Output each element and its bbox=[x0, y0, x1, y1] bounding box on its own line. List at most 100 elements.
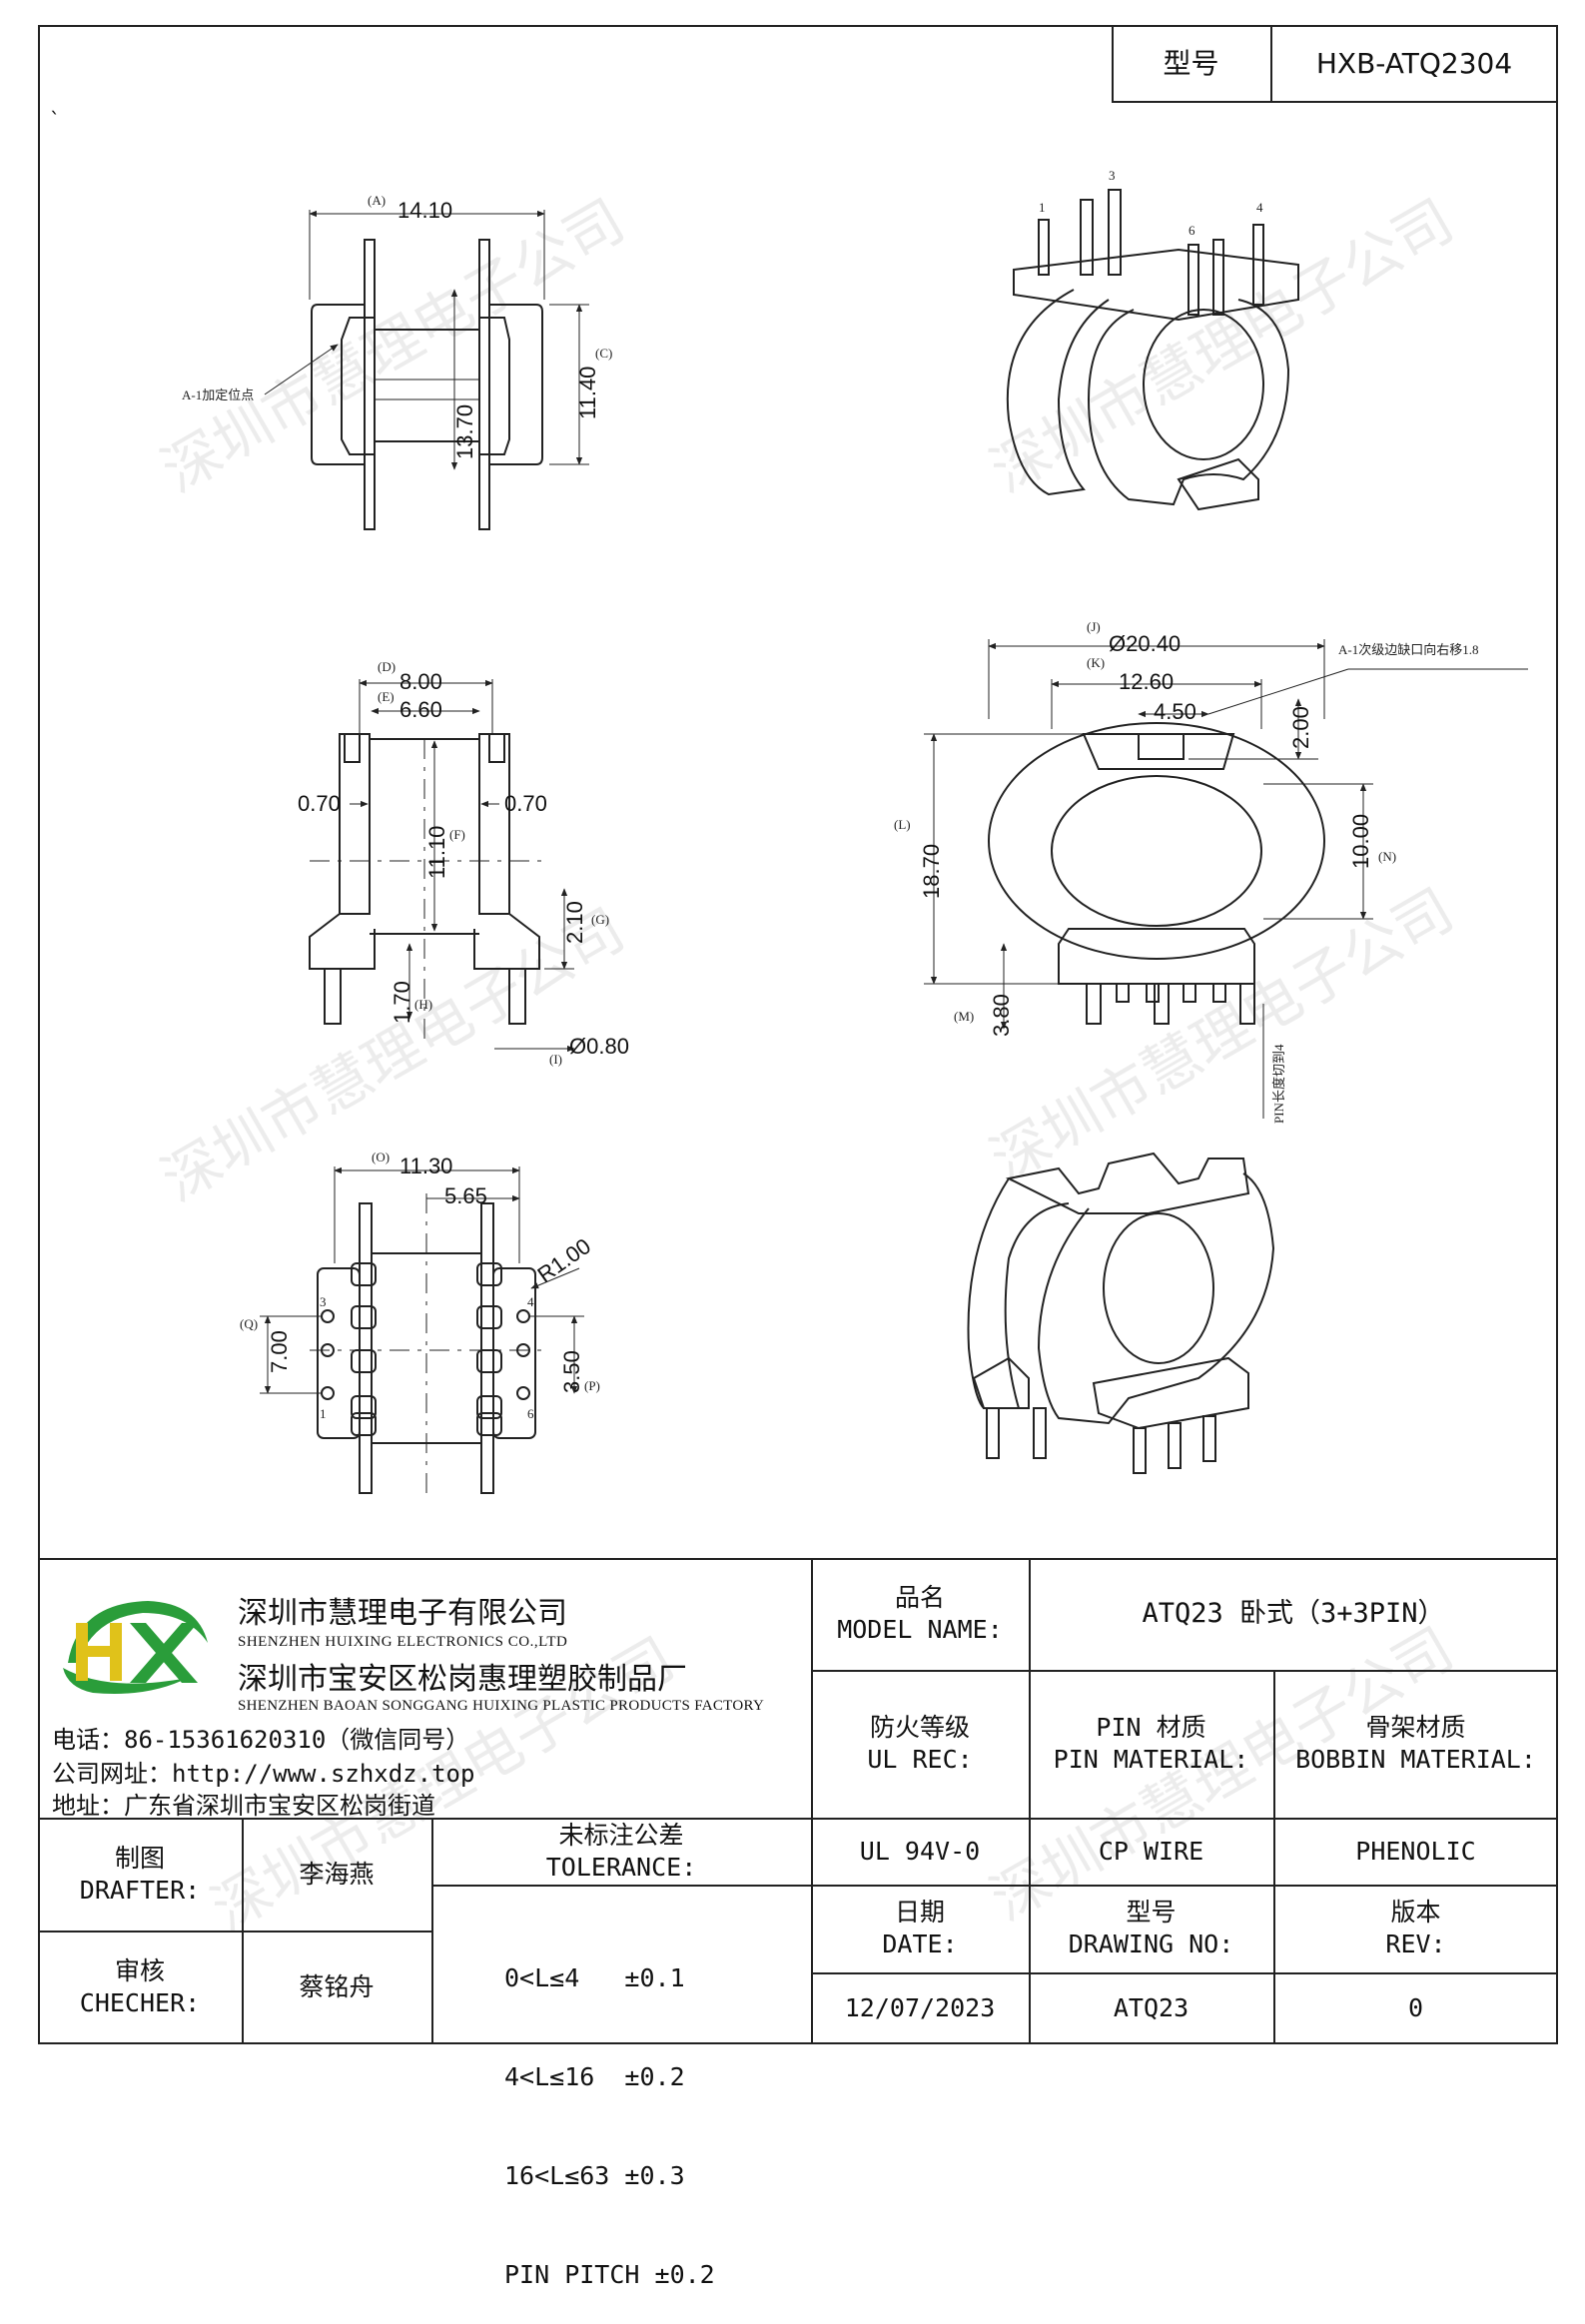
tb-divider bbox=[811, 1972, 1558, 1974]
dim-value: 6.60 bbox=[399, 697, 442, 722]
pin-label: 1 bbox=[320, 1406, 327, 1421]
checker-en: CHECHER: bbox=[79, 1988, 201, 2017]
ul-rec-label: 防火等级 UL REC: bbox=[811, 1670, 1029, 1818]
checker-name: 蔡铭舟 bbox=[299, 1972, 375, 2001]
dim-value: 14.10 bbox=[397, 198, 452, 223]
date-en: DATE: bbox=[882, 1930, 958, 1958]
dim-ref: (G) bbox=[591, 912, 609, 927]
dim-value: 0.70 bbox=[504, 791, 547, 816]
side-view bbox=[264, 210, 589, 530]
checker-cn: 审核 bbox=[114, 1956, 165, 1985]
dim-value: 1.70 bbox=[390, 981, 414, 1024]
ul-rec-en: UL REC: bbox=[867, 1745, 973, 1774]
header-type-value: HXB-ATQ2304 bbox=[1315, 47, 1513, 80]
drawing-no-cn: 型号 bbox=[1126, 1898, 1177, 1927]
company-website: 公司网址：http://www.szhxdz.top bbox=[52, 1760, 475, 1788]
rev-label: 版本 REV: bbox=[1273, 1885, 1558, 1972]
tolerance-list: 0<L≤4 ±0.1 4<L≤16 ±0.2 16<L≤63 ±0.3 PIN … bbox=[504, 1896, 715, 2324]
tolerance-row: 0<L≤4 ±0.1 bbox=[504, 1963, 685, 1992]
factory-name-cn: 深圳市宝安区松岗惠理塑胶制品厂 bbox=[238, 1662, 687, 1697]
dim-value: 0.70 bbox=[298, 791, 341, 816]
dim-value: 11.40 bbox=[575, 367, 600, 419]
dim-note: A-1次级边缺口向右移1.8 bbox=[1338, 642, 1478, 657]
dim-ref: (Q) bbox=[240, 1316, 258, 1331]
bobbin-material-en: BOBBIN MATERIAL: bbox=[1295, 1745, 1536, 1774]
date-value: 12/07/2023 bbox=[844, 1993, 996, 2022]
company-logo bbox=[63, 1601, 208, 1694]
model-name-label: 品名 MODEL NAME: bbox=[811, 1558, 1029, 1670]
dim-ref: (D) bbox=[378, 659, 396, 674]
dim-value: 10.00 bbox=[1348, 814, 1373, 869]
front-view bbox=[309, 679, 575, 1053]
dim-ref: (L) bbox=[894, 817, 911, 832]
dim-value: 18.70 bbox=[919, 844, 944, 899]
dim-note: A-1加定位点 bbox=[182, 387, 254, 402]
dim-value: 5.65 bbox=[444, 1183, 487, 1208]
dim-ref: (P) bbox=[584, 1378, 600, 1393]
dim-value: 3.80 bbox=[989, 994, 1014, 1037]
tb-divider bbox=[811, 1885, 1558, 1887]
pin-label: 6 bbox=[527, 1406, 534, 1421]
tolerance-row: 16<L≤63 ±0.3 bbox=[504, 2161, 685, 2190]
pin-label: 6 bbox=[1189, 223, 1195, 238]
dim-ref: (H) bbox=[414, 997, 432, 1012]
ul-rec-cn: 防火等级 bbox=[869, 1713, 970, 1742]
tb-divider bbox=[431, 1885, 811, 1887]
dim-value: 13.70 bbox=[452, 404, 477, 459]
tb-divider bbox=[38, 1818, 1558, 1820]
dim-value: 12.60 bbox=[1119, 669, 1174, 694]
rev-cn: 版本 bbox=[1390, 1898, 1441, 1927]
bobbin-material-cn: 骨架材质 bbox=[1365, 1713, 1466, 1742]
date-cn: 日期 bbox=[894, 1898, 945, 1927]
tb-divider bbox=[811, 1558, 813, 2044]
tb-divider bbox=[811, 1670, 1558, 1672]
pin-label: 1 bbox=[1039, 200, 1046, 215]
tb-divider bbox=[431, 1818, 433, 2044]
checker-label: 审核 CHECHER: bbox=[38, 1931, 242, 2044]
dim-value: R1.00 bbox=[533, 1233, 595, 1287]
title-block-top bbox=[38, 1558, 1558, 1560]
dim-value: Ø0.80 bbox=[569, 1034, 629, 1059]
tb-divider bbox=[1029, 1558, 1031, 2044]
dim-value: 2.10 bbox=[562, 901, 587, 944]
company-address: 地址：广东省深圳市宝安区松岗街道 bbox=[52, 1792, 435, 1820]
tolerance-row: 4<L≤16 ±0.2 bbox=[504, 2062, 685, 2091]
dim-ref: (O) bbox=[372, 1150, 390, 1164]
dim-ref: (I) bbox=[549, 1052, 562, 1067]
company-name-en: SHENZHEN HUIXING ELECTRONICS CO.,LTD bbox=[238, 1634, 568, 1650]
bobbin-material-label: 骨架材质 BOBBIN MATERIAL: bbox=[1273, 1670, 1558, 1818]
rev-value: 0 bbox=[1407, 1993, 1424, 2022]
drawing-no-en: DRAWING NO: bbox=[1068, 1930, 1234, 1958]
header-tick: ` bbox=[50, 108, 60, 132]
tolerance-en: TOLERANCE: bbox=[545, 1852, 697, 1882]
header-type-box bbox=[1112, 25, 1558, 103]
tb-divider bbox=[242, 1818, 244, 2044]
drawing-no-label: 型号 DRAWING NO: bbox=[1029, 1885, 1273, 1972]
technical-drawing: (A) 14.10 (C) 11.40 13.70 A-1加定位点 (D) 8.… bbox=[182, 168, 1528, 1498]
end-view bbox=[924, 639, 1528, 1119]
factory-name-en: SHENZHEN BAOAN SONGGANG HUIXING PLASTIC … bbox=[238, 1698, 765, 1714]
iso-view-top bbox=[1006, 189, 1299, 511]
tb-divider bbox=[1273, 1670, 1275, 2044]
dim-ref: (E) bbox=[378, 689, 395, 704]
dim-ref: (J) bbox=[1087, 619, 1101, 634]
dim-ref: (F) bbox=[449, 827, 465, 842]
dim-ref: (K) bbox=[1087, 655, 1105, 670]
dim-value: 11.10 bbox=[424, 826, 449, 879]
pin-material-value: CP WIRE bbox=[1098, 1836, 1204, 1866]
drafter-name: 李海燕 bbox=[299, 1859, 375, 1889]
pin-material-cn: PIN 材质 bbox=[1096, 1713, 1206, 1742]
dim-value: 7.00 bbox=[267, 1330, 292, 1373]
dim-value: 8.00 bbox=[399, 669, 442, 694]
tolerance-row: PIN PITCH ±0.2 bbox=[504, 2260, 715, 2289]
pin-material-label: PIN 材质 PIN MATERIAL: bbox=[1029, 1670, 1273, 1818]
pin-label: 4 bbox=[527, 1294, 534, 1309]
model-name-cn: 品名 bbox=[894, 1583, 945, 1612]
drawing-no-value: ATQ23 bbox=[1113, 1993, 1189, 2022]
drafter-en: DRAFTER: bbox=[79, 1875, 201, 1905]
model-name-en: MODEL NAME: bbox=[837, 1615, 1003, 1644]
dim-value: Ø20.40 bbox=[1109, 631, 1181, 656]
ul-value: UL 94V-0 bbox=[859, 1836, 981, 1866]
company-name-cn: 深圳市慧理电子有限公司 bbox=[238, 1596, 567, 1631]
dim-value: 3.50 bbox=[559, 1350, 584, 1393]
